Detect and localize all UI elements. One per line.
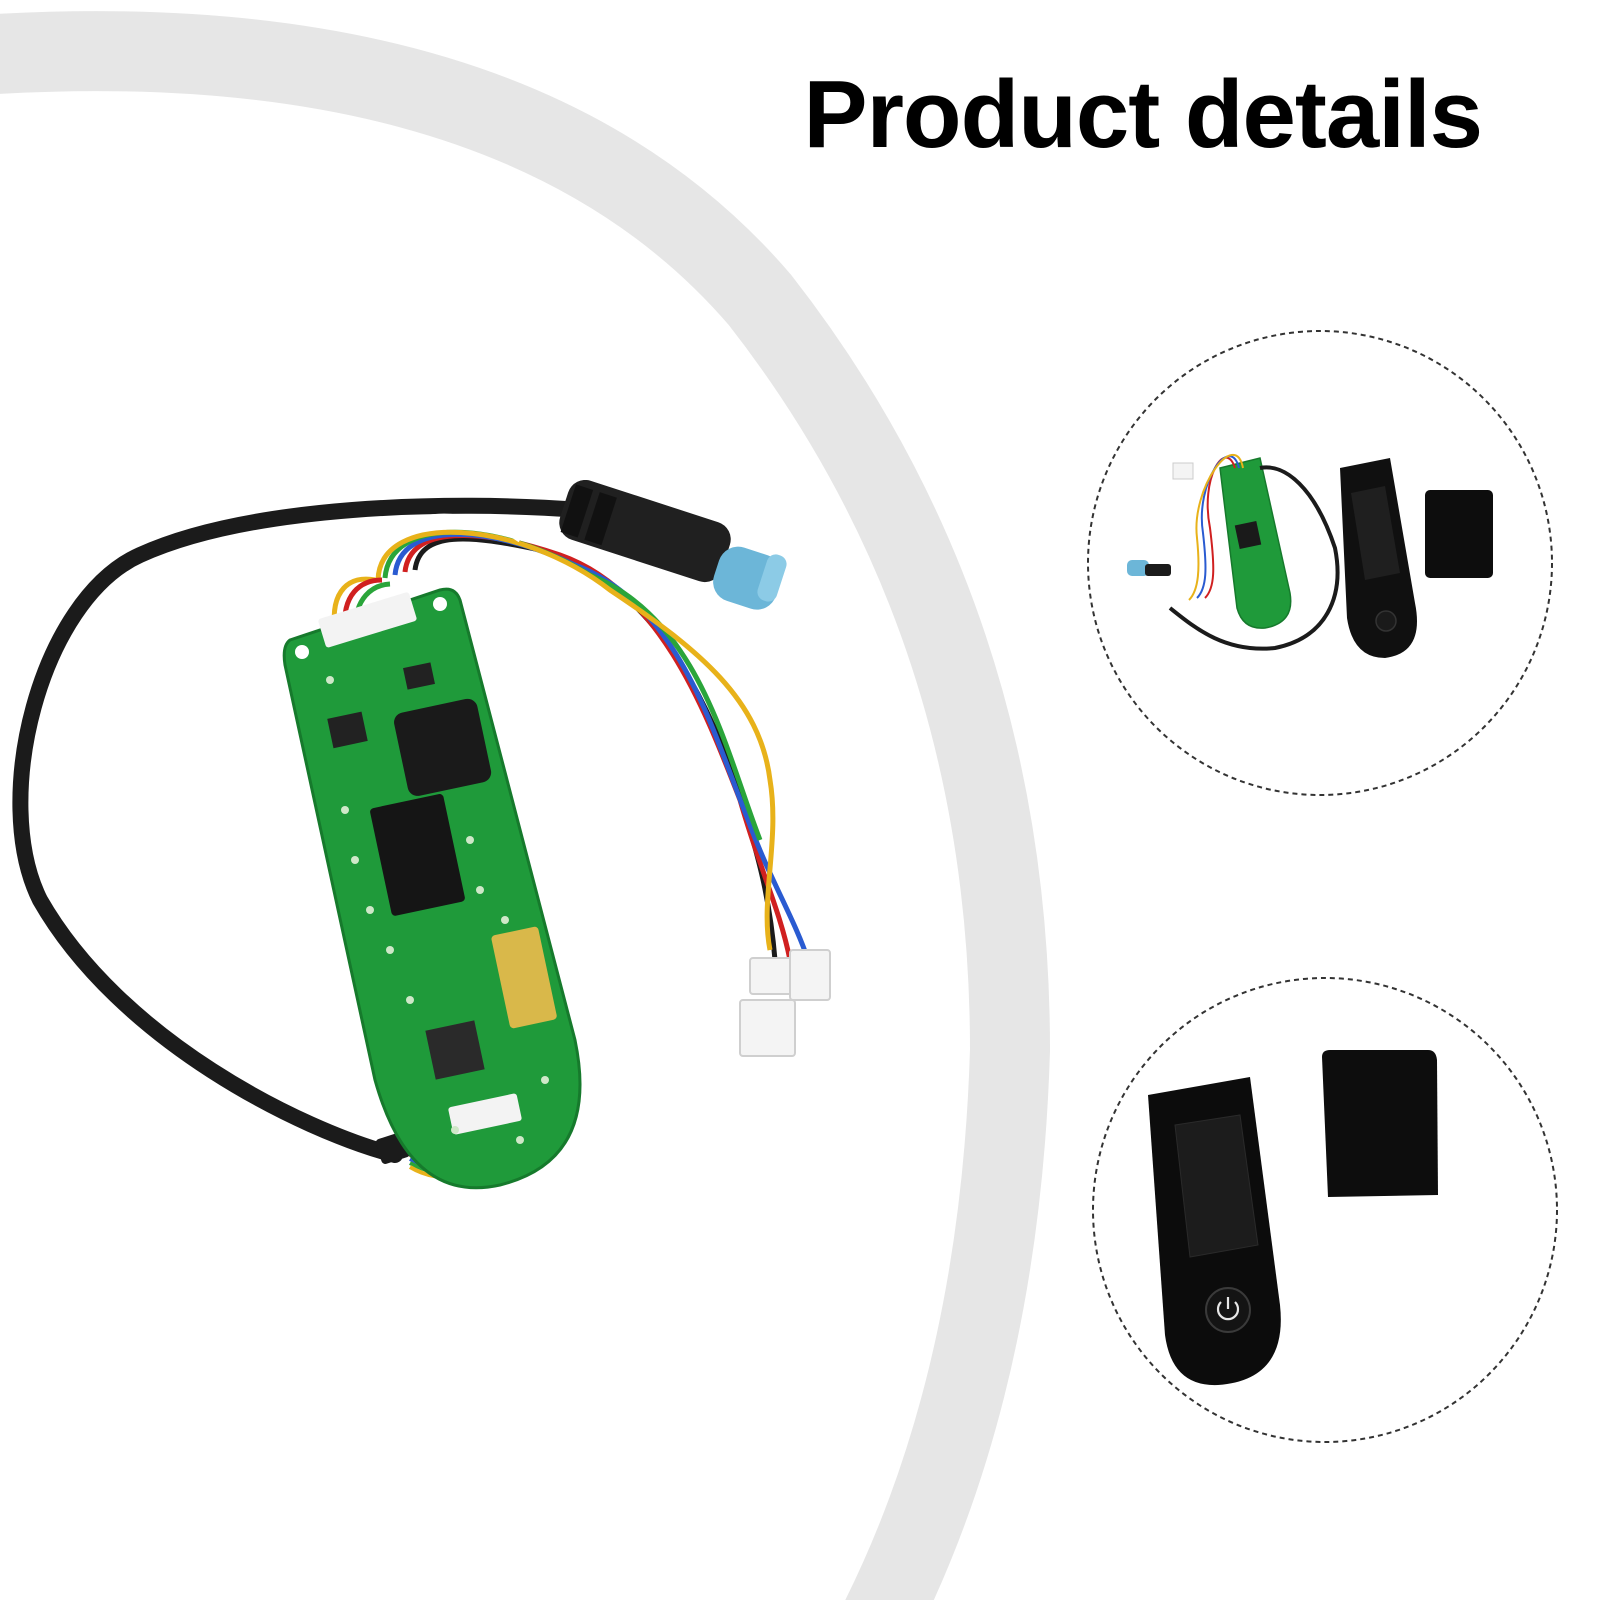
page-title: Product details bbox=[803, 61, 1483, 168]
main-product-image bbox=[12, 480, 831, 1190]
detail-image-cover-sticker bbox=[1092, 977, 1558, 1443]
detail-image-full-kit bbox=[1087, 330, 1553, 796]
power-icon bbox=[1205, 1287, 1251, 1333]
